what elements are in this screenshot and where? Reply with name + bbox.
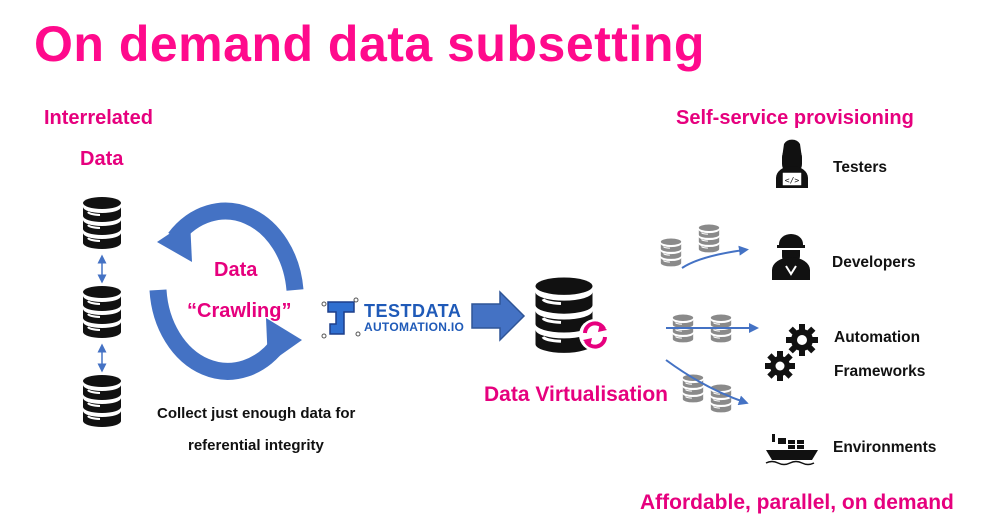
database-icon — [82, 374, 122, 430]
interrelated-heading: Interrelated — [44, 107, 153, 129]
page-title: On demand data subsetting — [34, 16, 705, 72]
relation-arrow-icon — [97, 254, 107, 284]
ship-icon — [765, 434, 818, 466]
database-icon — [82, 285, 122, 341]
relation-arrow-icon — [97, 343, 107, 373]
data-heading: Data — [80, 148, 124, 170]
logo-wordmark: TESTDATA — [364, 301, 462, 321]
crawl-label: “Crawling” — [187, 300, 292, 322]
virtualisation-label: Data Virtualisation — [484, 383, 668, 406]
refresh-icon — [579, 319, 611, 351]
caption: referential integrity — [188, 437, 324, 454]
developer-icon — [772, 234, 810, 280]
caption: Collect just enough data for — [157, 405, 356, 422]
distribution-arrow — [681, 245, 749, 269]
provisioning-heading: Self-service provisioning — [676, 107, 914, 129]
consumer-label: Automation — [834, 329, 921, 346]
crawl-label: Data — [214, 259, 258, 281]
logo-wordmark-sub: AUTOMATION.IO — [364, 320, 465, 334]
distribution-arrow — [665, 359, 749, 406]
consumer-label: Testers — [833, 159, 887, 176]
testdata-logo-icon — [321, 297, 361, 340]
consumer-label: Developers — [832, 254, 916, 271]
database-icon — [82, 196, 122, 252]
tester-icon: </> — [776, 139, 808, 188]
distribution-arrow — [666, 323, 759, 333]
clone-database-icon — [698, 224, 720, 254]
flow-arrow-icon — [471, 290, 526, 342]
consumer-label: Environments — [833, 439, 937, 456]
svg-text:</>: </> — [785, 176, 800, 185]
gears-icon — [765, 324, 818, 381]
footer-tagline: Affordable, parallel, on demand — [640, 491, 954, 514]
consumer-label: Frameworks — [834, 363, 926, 380]
crawl-cycle-arrows — [149, 202, 304, 380]
